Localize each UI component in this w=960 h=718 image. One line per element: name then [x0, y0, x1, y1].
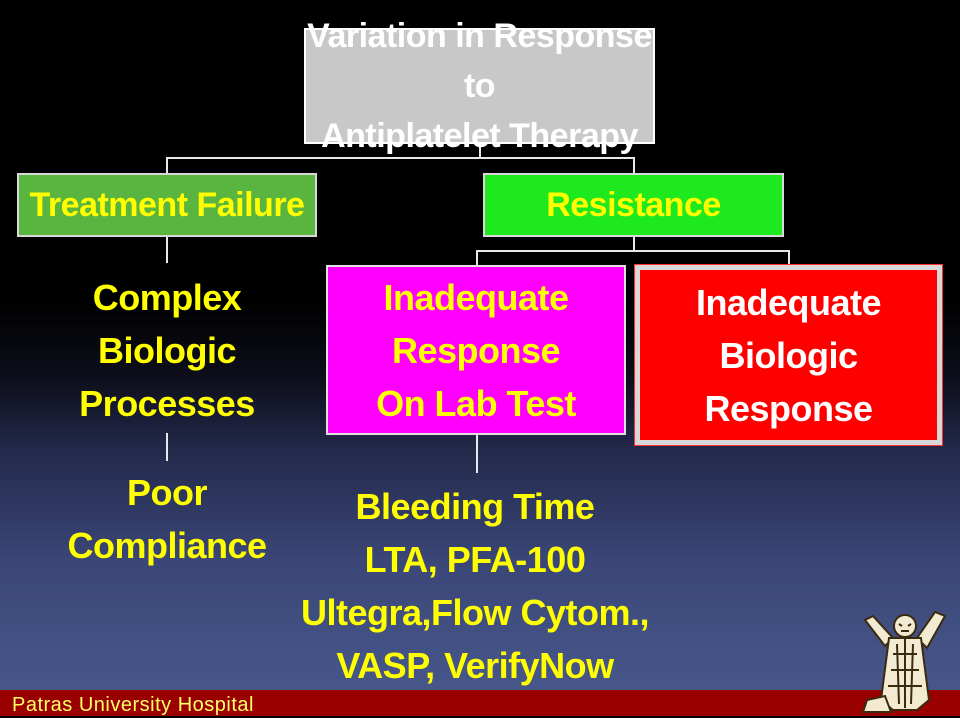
connector-to-treatment — [166, 157, 168, 173]
connector-lab-down — [476, 435, 478, 473]
complex-line-2: Biologic — [98, 330, 237, 371]
inadequate-biologic-response-box: Inadequate Biologic Response — [634, 264, 943, 446]
resistance-label: Resistance — [546, 185, 721, 224]
complex-biologic-processes-text: Complex Biologic Processes — [37, 271, 297, 430]
poor-line-2: Compliance — [67, 525, 267, 566]
connector-to-resistance — [633, 157, 635, 173]
poor-compliance-text: Poor Compliance — [37, 466, 297, 572]
lab-line-2: Response — [391, 329, 561, 371]
inadequate-lab-response-box: Inadequate Response On Lab Test — [326, 265, 626, 435]
connector-resistance-horizontal — [476, 250, 790, 252]
lab-line-1: Inadequate — [383, 276, 569, 318]
connector-resistance-down — [633, 237, 635, 250]
tests-line-3: Ultegra,Flow Cytom., — [300, 592, 650, 633]
connector-to-lab-test — [476, 250, 478, 265]
connector-to-biologic — [788, 250, 790, 265]
treatment-failure-box: Treatment Failure — [17, 173, 317, 237]
saint-figure-logo-icon — [861, 610, 947, 713]
connector-title-down — [479, 144, 481, 157]
footer-hospital-name: Patras University Hospital — [12, 694, 254, 716]
complex-line-3: Processes — [79, 383, 255, 424]
connector-treatment-down — [166, 237, 168, 263]
treatment-failure-label: Treatment Failure — [29, 185, 305, 224]
poor-line-1: Poor — [126, 472, 208, 513]
title-line-2: Antiplatelet Therapy — [321, 117, 638, 155]
tests-line-2: LTA, PFA-100 — [364, 539, 586, 580]
lab-line-3: On Lab Test — [376, 382, 576, 424]
bio-line-2: Biologic — [719, 334, 859, 376]
tests-line-1: Bleeding Time — [355, 486, 595, 527]
tests-line-4: VASP, VerifyNow — [336, 645, 614, 686]
resistance-box: Resistance — [483, 173, 784, 237]
footer-bar — [0, 690, 960, 716]
bio-line-3: Response — [704, 387, 873, 429]
title-line-1: Variation in Response to — [307, 17, 652, 105]
title-box: Variation in Response to Antiplatelet Th… — [304, 17, 655, 155]
lab-tests-list: Bleeding Time LTA, PFA-100 Ultegra,Flow … — [300, 480, 650, 692]
bio-line-1: Inadequate — [695, 281, 882, 323]
connector-top-horizontal — [166, 157, 635, 159]
connector-complex-down — [166, 433, 168, 461]
complex-line-1: Complex — [92, 277, 242, 318]
